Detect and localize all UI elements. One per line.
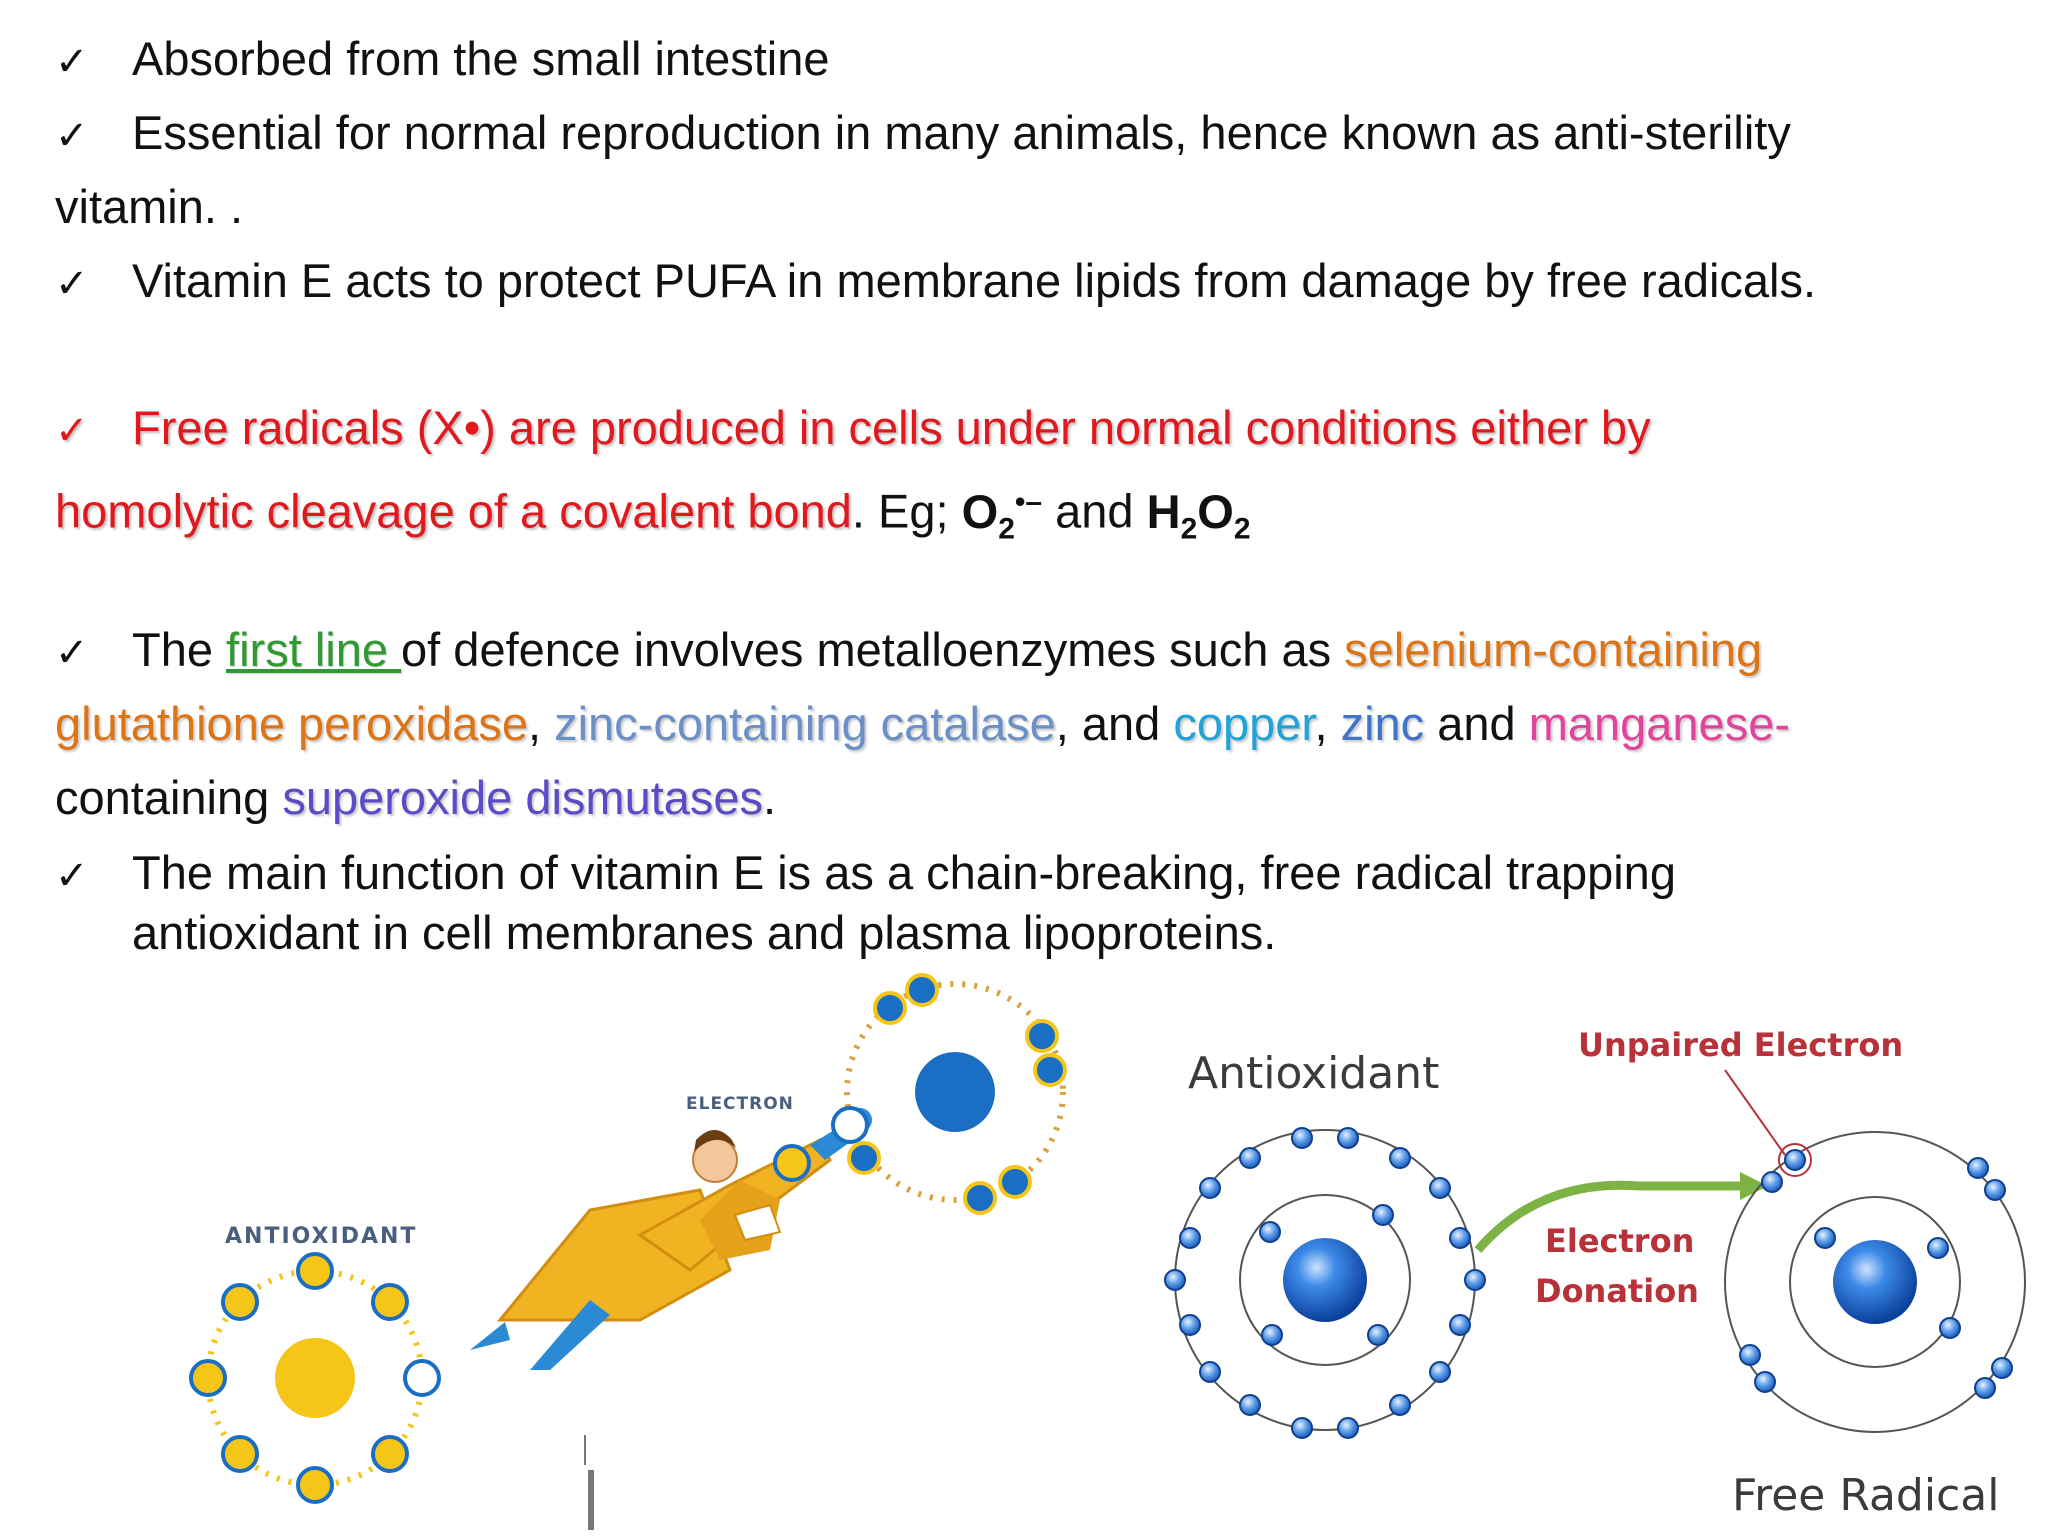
right-free-radical-atom bbox=[1724, 1131, 2026, 1433]
check-icon: ✓ bbox=[55, 39, 89, 85]
electron-dot bbox=[773, 1144, 811, 1182]
bullet-free-radicals-cont: homolytic cleavage of a covalent bond. E… bbox=[55, 474, 1251, 557]
copper-text: copper bbox=[1173, 697, 1315, 750]
antioxidant-caption: ANTIOXIDANT bbox=[225, 1224, 417, 1249]
bullet-protect-pufa: ✓ Vitamin E acts to protect PUFA in membr… bbox=[55, 253, 1816, 312]
right-antioxidant-atom bbox=[1164, 1127, 1486, 1439]
unpaired-electron-label: Unpaired Electron bbox=[1578, 1026, 1903, 1064]
first-line-link[interactable]: first line bbox=[226, 623, 402, 676]
glutathione-text: glutathione peroxidase bbox=[55, 697, 528, 750]
bullet-text: Essential for normal reproduction in man… bbox=[132, 106, 1791, 159]
zinc-text: zinc bbox=[1340, 697, 1425, 750]
check-icon: ✓ bbox=[55, 113, 89, 159]
electron-caption: ELECTRON bbox=[686, 1094, 794, 1114]
check-icon: ✓ bbox=[55, 853, 89, 899]
free-radical-title: Free Radical bbox=[1732, 1470, 1999, 1521]
bullet-text: antioxidant in cell membranes and plasma… bbox=[132, 906, 1277, 959]
peroxide-formula: H2O2 bbox=[1146, 484, 1251, 546]
bullet-first-line: ✓The first line of defence involves meta… bbox=[55, 622, 1762, 681]
selenium-text: selenium-containing bbox=[1344, 623, 1763, 676]
superhero-figure bbox=[470, 1108, 872, 1370]
bullet-reproduction: ✓ Essential for normal reproduction in ma… bbox=[55, 105, 1791, 164]
eg-text: . Eg; bbox=[851, 484, 962, 538]
bullet-reproduction-cont: vitamin. . bbox=[55, 179, 243, 235]
bullet-text: Vitamin E acts to protect PUFA in membra… bbox=[132, 254, 1817, 307]
superoxide-formula: O2•– bbox=[961, 484, 1043, 546]
antioxidant-title: Antioxidant bbox=[1188, 1048, 1439, 1099]
donation-arrow bbox=[1474, 1180, 1740, 1253]
free-radical-atom bbox=[831, 973, 1067, 1215]
antioxidant-atom bbox=[189, 1252, 441, 1504]
check-icon: ✓ bbox=[55, 408, 89, 454]
and-text: and bbox=[1042, 484, 1147, 538]
bullet-text: vitamin. . bbox=[55, 180, 244, 233]
sod-text: superoxide dismutases bbox=[282, 771, 764, 824]
superhero-antioxidant-illustration: ANTIOXIDANT ELECTRON bbox=[170, 970, 1100, 1536]
free-radicals-text: Free radicals (X•) are produced in cells… bbox=[132, 401, 1651, 454]
bullet-first-line-cont: glutathione peroxidase, zinc-containing … bbox=[55, 697, 1790, 750]
electron-donation-line2: Donation bbox=[1535, 1272, 1699, 1310]
small-caption bbox=[584, 1435, 594, 1530]
check-icon: ✓ bbox=[55, 630, 89, 676]
bullet-text: The main function of vitamin E is as a c… bbox=[132, 846, 1676, 899]
manganese-text: manganese- bbox=[1528, 697, 1790, 750]
bullet-text: Absorbed from the small intestine bbox=[132, 32, 830, 85]
bullet-first-line-cont2: containing superoxide dismutases. bbox=[55, 771, 777, 824]
bullet-absorbed: ✓ Absorbed from the small intestine bbox=[55, 31, 830, 90]
zinc-catalase-text: zinc-containing catalase bbox=[554, 697, 1056, 750]
check-icon: ✓ bbox=[55, 261, 89, 307]
bullet-main-function-cont: antioxidant in cell membranes and plasma… bbox=[132, 903, 1276, 963]
unpaired-pointer bbox=[1724, 1069, 1786, 1156]
unpaired-ring bbox=[1778, 1143, 1812, 1177]
bullet-main-function: ✓ The main function of vitamin E is as a … bbox=[55, 843, 1676, 906]
homolytic-text: homolytic cleavage of a covalent bond bbox=[55, 484, 852, 538]
bullet-free-radicals: ✓ Free radicals (X•) are produced in cell… bbox=[55, 400, 1651, 459]
arrow-head-icon bbox=[1740, 1172, 1768, 1200]
electron-donation-diagram: Antioxidant Unpaired Electron bbox=[1140, 1010, 2040, 1536]
electron-donation-line1: Electron bbox=[1545, 1222, 1694, 1260]
